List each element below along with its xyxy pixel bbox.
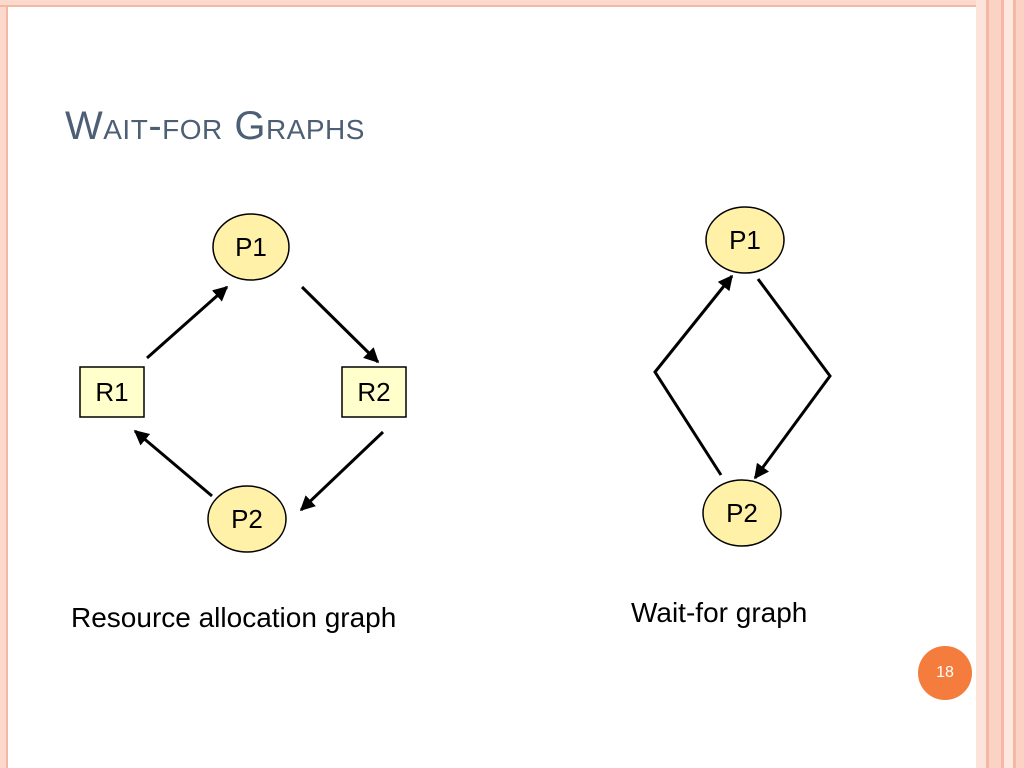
slide-frame-top xyxy=(0,0,1024,7)
node-p2-label: P2 xyxy=(231,504,263,534)
node-r2: R2 xyxy=(341,366,407,418)
node-p1: P1 xyxy=(212,213,290,281)
node-r1-label: R1 xyxy=(95,377,128,407)
wfg-node-p1-label: P1 xyxy=(729,225,761,255)
node-r1: R1 xyxy=(79,366,145,418)
slide-title: Wait-for Graphs xyxy=(65,104,365,148)
slide-frame-right xyxy=(976,0,1024,768)
edge-p1-to-p2 xyxy=(753,278,832,480)
wfg-node-p2: P2 xyxy=(702,479,782,547)
edge-r2-to-p2 xyxy=(299,430,385,512)
node-p2: P2 xyxy=(207,485,287,553)
wfg-node-p1: P1 xyxy=(705,206,785,274)
edge-p2-to-r1 xyxy=(133,429,213,498)
edge-p2-to-p1 xyxy=(653,274,734,476)
resource-allocation-caption: Resource allocation graph xyxy=(71,602,397,633)
wfg-node-p2-label: P2 xyxy=(726,498,758,528)
wait-for-graph: P1 P2 xyxy=(653,206,832,547)
slide-frame-left xyxy=(0,0,8,768)
edge-r1-to-p1 xyxy=(146,285,229,360)
node-r2-label: R2 xyxy=(357,377,390,407)
resource-allocation-graph: P1 R1 R2 P2 xyxy=(79,213,407,553)
page-number-badge: 18 xyxy=(918,646,972,700)
node-p1-label: P1 xyxy=(235,232,267,262)
page-number: 18 xyxy=(936,664,954,681)
wait-for-caption: Wait-for graph xyxy=(631,597,808,628)
edge-p1-to-r2 xyxy=(300,285,380,364)
